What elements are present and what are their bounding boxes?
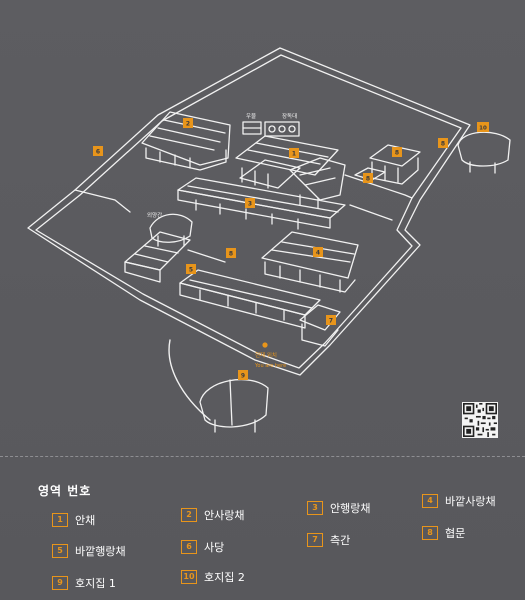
marker-10: 10	[477, 122, 489, 132]
jar-platform	[264, 121, 300, 137]
legend-item-label: 안채	[75, 514, 96, 527]
legend-item-1: 1 안채	[52, 513, 95, 527]
marker-8d: 8	[226, 248, 236, 258]
building-oeyanggan	[149, 213, 193, 247]
legend-item-label: 협문	[445, 527, 466, 540]
legend-number-badge: 9	[52, 576, 68, 590]
legend-item-10: 10 호지집 2	[181, 570, 245, 584]
legend-item-label: 호지집 1	[75, 577, 116, 590]
building-hyeopmun	[354, 144, 421, 185]
label-jar-platform: 장독대	[282, 112, 297, 120]
legend-item-8: 8 협문	[422, 526, 465, 540]
building-hojijip-1	[199, 379, 269, 433]
legend-item-2: 2 안사랑채	[181, 508, 244, 522]
legend-item-7: 7 측간	[307, 533, 350, 547]
building-anhaengnangchae	[177, 177, 346, 230]
legend-number-badge: 5	[52, 544, 68, 558]
marker-2: 2	[183, 118, 193, 128]
legend-number-badge: 2	[181, 508, 197, 522]
legend-item-label: 사당	[204, 541, 225, 554]
legend-item-label: 안행랑채	[330, 502, 371, 515]
marker-5: 5	[186, 264, 196, 274]
legend-item-label: 바깥사랑채	[445, 495, 496, 508]
legend-item-label: 측간	[330, 534, 351, 547]
svg-text:5: 5	[189, 267, 193, 274]
legend-number-badge: 8	[422, 526, 438, 540]
you-are-here-label-ko: 현재 위치	[255, 351, 277, 359]
legend-number-badge: 1	[52, 513, 68, 527]
svg-text:2: 2	[186, 121, 190, 128]
legend-item-6: 6 사당	[181, 540, 224, 554]
legend-item-3: 3 안행랑채	[307, 501, 370, 515]
building-anssarangchae	[141, 111, 231, 171]
you-are-here-label-en: You are here	[254, 363, 286, 369]
svg-text:7: 7	[329, 318, 333, 325]
legend-item-label: 호지집 2	[204, 571, 245, 584]
outer-wall	[27, 47, 471, 376]
legend-item-label: 안사랑채	[204, 509, 245, 522]
marker-8c: 8	[438, 138, 448, 148]
legend-number-badge: 4	[422, 494, 438, 508]
svg-text:8: 8	[441, 141, 445, 148]
svg-text:9: 9	[241, 373, 245, 380]
marker-6: 6	[93, 146, 103, 156]
legend-title: 영역 번호	[38, 484, 92, 498]
label-outhouse: 외양간	[147, 211, 162, 219]
svg-text:10: 10	[479, 126, 487, 132]
legend-divider	[0, 456, 525, 458]
well-area	[242, 121, 262, 135]
legend-item-9: 9 호지집 1	[52, 576, 116, 590]
legend-item-5: 5 바깥행랑채	[52, 544, 126, 558]
marker-4: 4	[313, 247, 323, 257]
legend-number-badge: 7	[307, 533, 323, 547]
building-hojijip-2	[457, 131, 511, 174]
legend-number-badge: 10	[181, 570, 197, 584]
svg-text:1: 1	[292, 151, 296, 158]
site-map: 우물 장독대 외양간 현재 위치 You are here 1 2 3	[27, 47, 511, 433]
svg-text:8: 8	[395, 150, 399, 157]
marker-7: 7	[326, 315, 336, 325]
you-are-here-marker: 현재 위치 You are here	[254, 342, 286, 369]
svg-text:3: 3	[248, 201, 252, 208]
svg-text:8: 8	[366, 176, 370, 183]
marker-8b: 8	[363, 173, 373, 183]
building-bakkatsarangchae	[261, 231, 359, 293]
svg-text:6: 6	[96, 149, 100, 156]
legend-item-4: 4 바깥사랑채	[422, 494, 496, 508]
legend-item-label: 바깥행랑채	[75, 545, 126, 558]
legend-number-badge: 6	[181, 540, 197, 554]
qr-code[interactable]	[462, 402, 498, 438]
marker-8a: 8	[392, 147, 402, 157]
svg-text:4: 4	[316, 250, 320, 257]
label-well: 우물	[246, 113, 256, 120]
building-cheukgan	[299, 304, 341, 347]
access-path	[168, 339, 211, 421]
building-anchae	[235, 135, 346, 209]
legend-number-badge: 3	[307, 501, 323, 515]
marker-3: 3	[245, 198, 255, 208]
marker-9: 9	[238, 370, 248, 380]
building-bakkathaengnangchae	[124, 231, 321, 329]
marker-1: 1	[289, 148, 299, 158]
svg-text:8: 8	[229, 251, 233, 258]
